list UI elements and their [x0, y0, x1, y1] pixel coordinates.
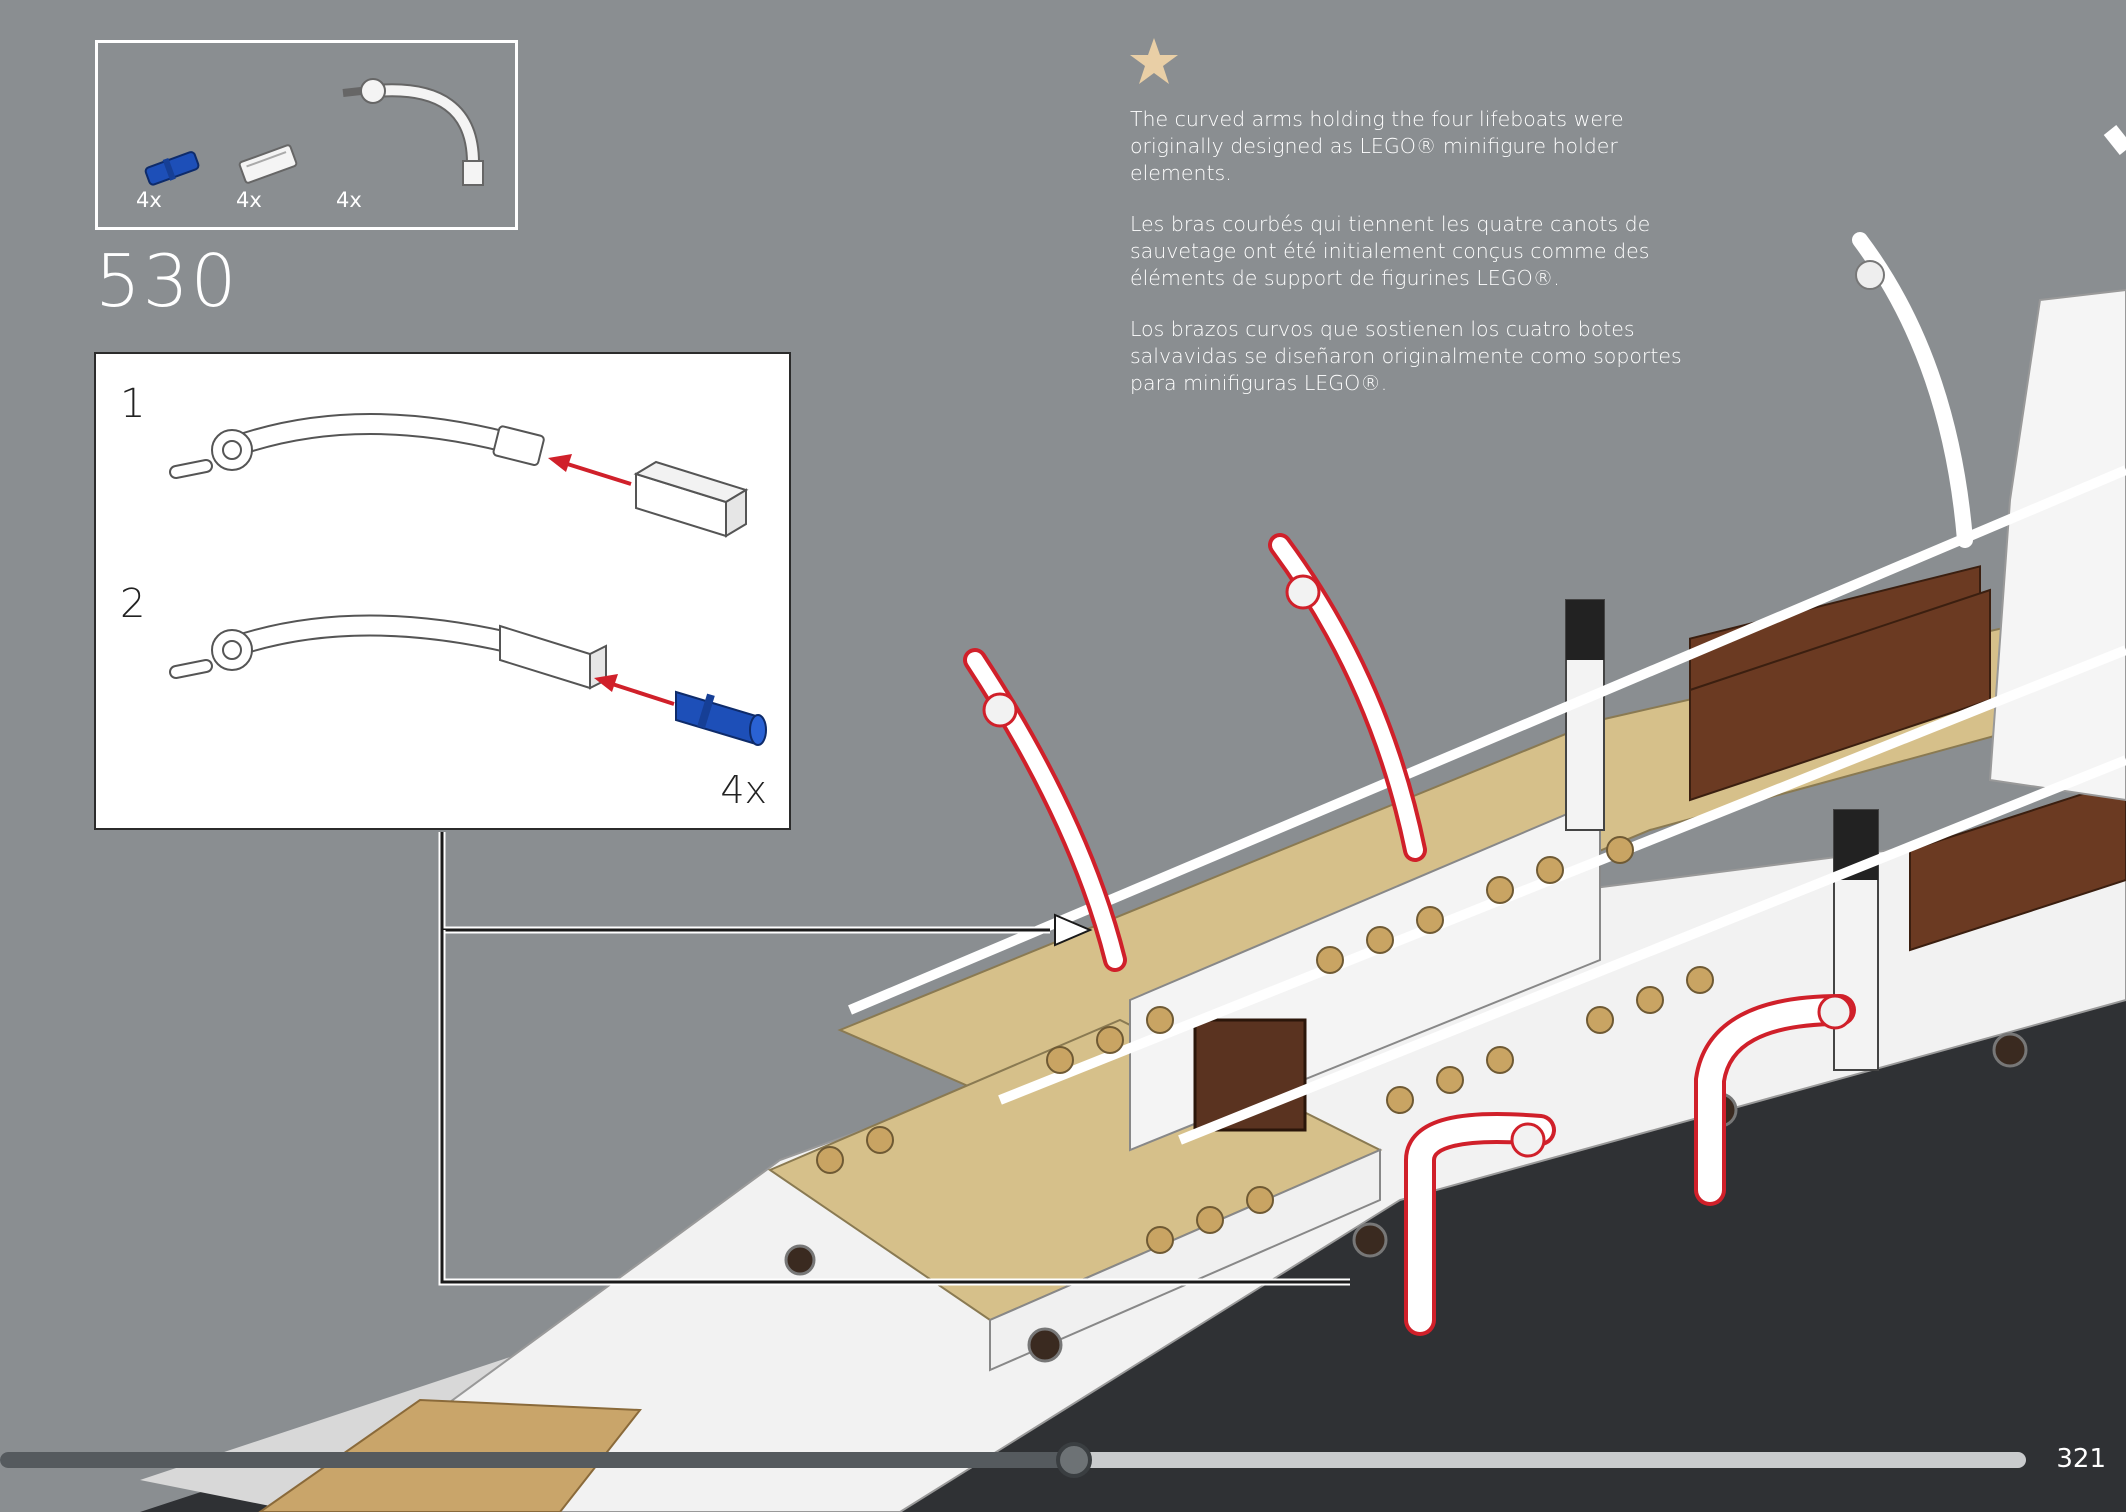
- sub-step-number: 1: [120, 381, 146, 427]
- part-quantity: 4x: [336, 188, 362, 212]
- curved-holder-arm-icon: [169, 614, 607, 690]
- sub-step-number: 2: [120, 581, 146, 627]
- info-paragraph-fr: Les bras courbés qui tiennent les quatre…: [1130, 212, 1651, 290]
- part-quantity: 4x: [136, 188, 162, 212]
- arrow-icon: [548, 454, 572, 472]
- progress-fill: [0, 1452, 1074, 1468]
- info-text-block: The curved arms holding the four lifeboa…: [1130, 106, 1690, 421]
- blue-pin-icon: [675, 690, 767, 746]
- part-quantity: 4x: [236, 188, 262, 212]
- step-number: 530: [95, 239, 239, 323]
- curved-holder-arm-icon: [169, 412, 545, 479]
- white-axle-connector-icon: [238, 144, 298, 184]
- sub-assembly-quantity: 4x: [720, 768, 767, 812]
- progress-knob[interactable]: [1056, 1442, 1092, 1478]
- blue-pin-icon: [144, 151, 200, 186]
- info-paragraph-en: The curved arms holding the four lifeboa…: [1130, 107, 1624, 185]
- star-icon: [1130, 38, 1178, 84]
- sub-assembly-panel: 1 2: [94, 352, 791, 830]
- curved-holder-arm-icon: [342, 78, 484, 186]
- page-number: 321: [2056, 1444, 2106, 1474]
- white-axle-connector-icon: [633, 460, 749, 538]
- info-paragraph-es: Los brazos curvos que sostienen los cuat…: [1130, 317, 1682, 395]
- sub-assembly-diagram: [169, 412, 767, 746]
- arrow-icon: [594, 674, 618, 692]
- parts-list-box: 4x 4x 4x: [95, 40, 518, 230]
- funnel: [1988, 288, 2126, 802]
